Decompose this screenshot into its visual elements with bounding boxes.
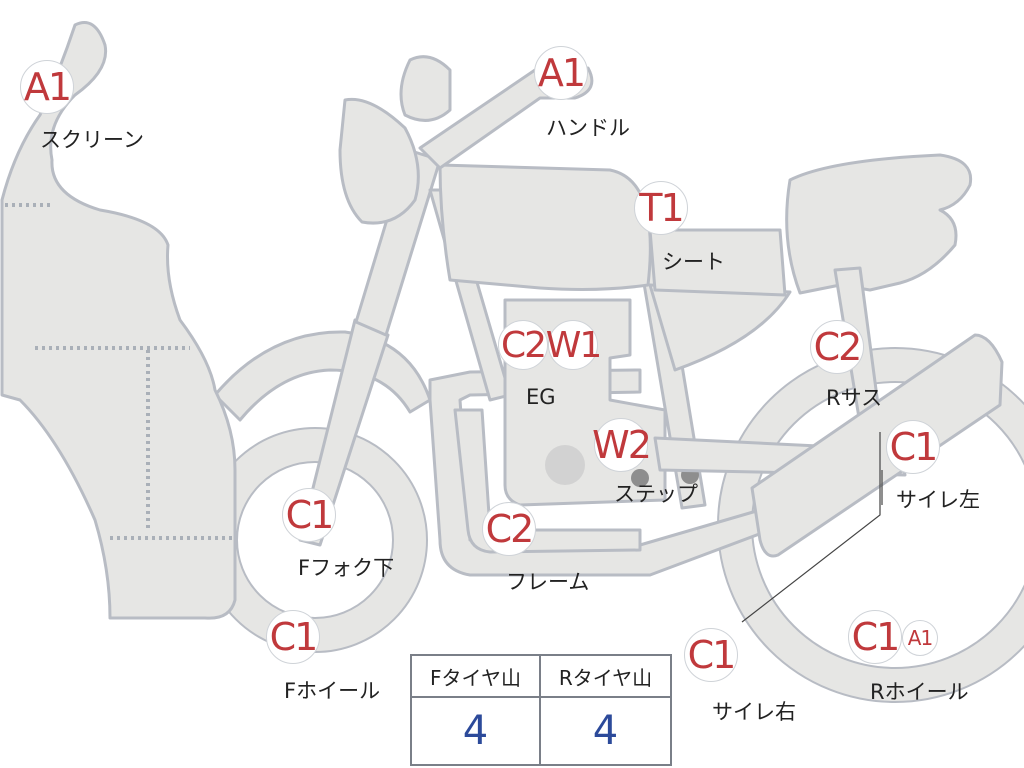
frame-inner-shape	[453, 408, 642, 554]
muffler-left-label: サイレ左	[896, 488, 980, 512]
headlight-shape	[338, 97, 420, 225]
front-wheel-label: Fホイール	[284, 679, 381, 703]
rear-wheel-label: Rホイール	[870, 680, 969, 704]
screen-grade-badge: A1	[20, 60, 74, 114]
muffler-right-label: サイレ右	[712, 700, 796, 724]
mirror-shape	[399, 55, 452, 122]
tire-tread-table: Fタイヤ山 Rタイヤ山 4 4	[410, 654, 672, 766]
rear-sus-grade-badge: C2	[810, 320, 864, 374]
tail-shape	[785, 153, 973, 295]
handle-label: ハンドル	[546, 116, 630, 140]
muffler-left-grade-badge: C1	[886, 420, 940, 474]
engine-grade-badge-left: C2	[498, 320, 548, 370]
rear-tire-value: 4	[592, 708, 619, 754]
rear-tire-header: Rタイヤ山	[541, 656, 670, 698]
engine-label: EG	[526, 385, 556, 409]
seat-shape	[648, 228, 787, 297]
front-tire-value: 4	[412, 698, 541, 764]
rear-wheel-grade-badge-small: A1	[902, 620, 938, 656]
front-wheel-grade-badge: C1	[266, 610, 320, 664]
fairing-shape	[0, 21, 237, 620]
step-grade-badge: W2	[592, 418, 652, 472]
muffler-shape	[750, 333, 1004, 558]
rear-sus-label: Rサス	[826, 386, 883, 410]
frame-label: フレーム	[506, 570, 590, 594]
engine-grade-badge-right: W1	[546, 320, 602, 370]
rear-wheel-grade-badge: C1	[848, 610, 902, 664]
step-label: ステップ	[614, 482, 698, 506]
frame-grade-badge: C2	[482, 502, 536, 556]
seat-grade-badge: T1	[634, 181, 688, 235]
front-tire-header: Fタイヤ山	[412, 656, 541, 698]
front-fork-label: Fフォク下	[298, 556, 395, 580]
screen-label: スクリーン	[40, 128, 144, 152]
seat-label: シート	[662, 250, 725, 274]
muffler-right-grade-badge: C1	[684, 628, 738, 682]
handle-grade-badge: A1	[534, 46, 588, 100]
front-fork-grade-badge: C1	[282, 488, 336, 542]
side-cover-shape	[648, 283, 792, 372]
fuel-tank-shape	[438, 163, 652, 291]
front-fender-shape	[213, 330, 432, 422]
